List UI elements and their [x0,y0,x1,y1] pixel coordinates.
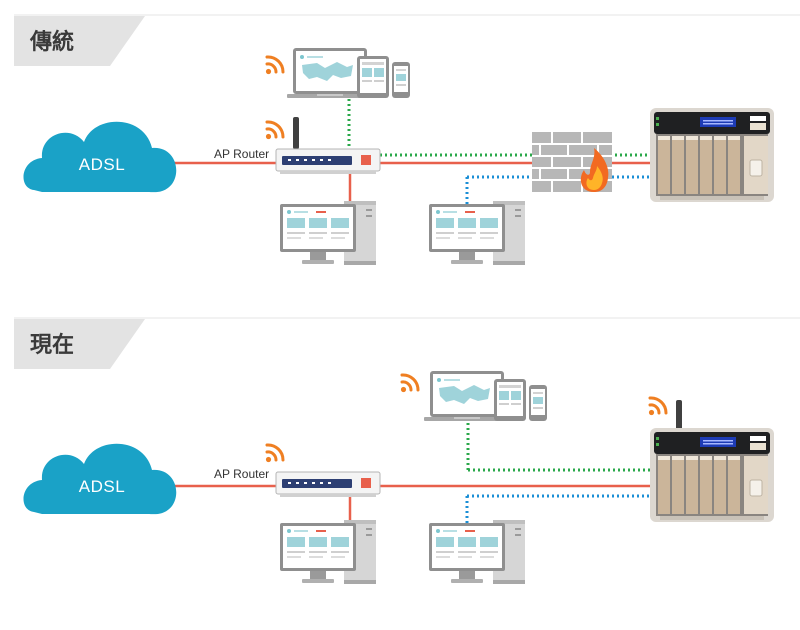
desktop-computer-icon [280,520,376,584]
wifi-icon [264,120,285,141]
router-antenna [293,117,299,149]
wifi-icon [399,373,420,394]
section-tab [14,319,145,369]
router-label: AP Router [214,467,269,481]
desktop-computer-icon [429,520,525,584]
firewall-icon [531,131,613,193]
laptop-tablet-phone-icon [287,48,410,98]
nas-icon [649,107,775,203]
desktop-computer-icon [280,201,376,265]
section-title: 現在 [30,332,74,358]
wifi-icon [264,443,285,464]
cloud-label: ADSL [79,477,125,496]
section-current: 現在 ADSL AP Router [14,317,800,584]
wifi-icon [264,55,285,76]
section-traditional: 傳統 ADSL AP Router [14,14,800,265]
wifi-icon [647,396,668,417]
section-tab [14,16,145,66]
router-icon [275,148,381,175]
nas-antenna [676,400,682,434]
desktop-computer-icon [429,201,525,265]
router-icon [275,471,381,498]
nas-icon [649,427,775,523]
router-label: AP Router [214,147,269,161]
cloud-label: ADSL [79,155,125,174]
laptop-tablet-phone-icon [424,371,547,421]
section-title: 傳統 [29,29,74,55]
